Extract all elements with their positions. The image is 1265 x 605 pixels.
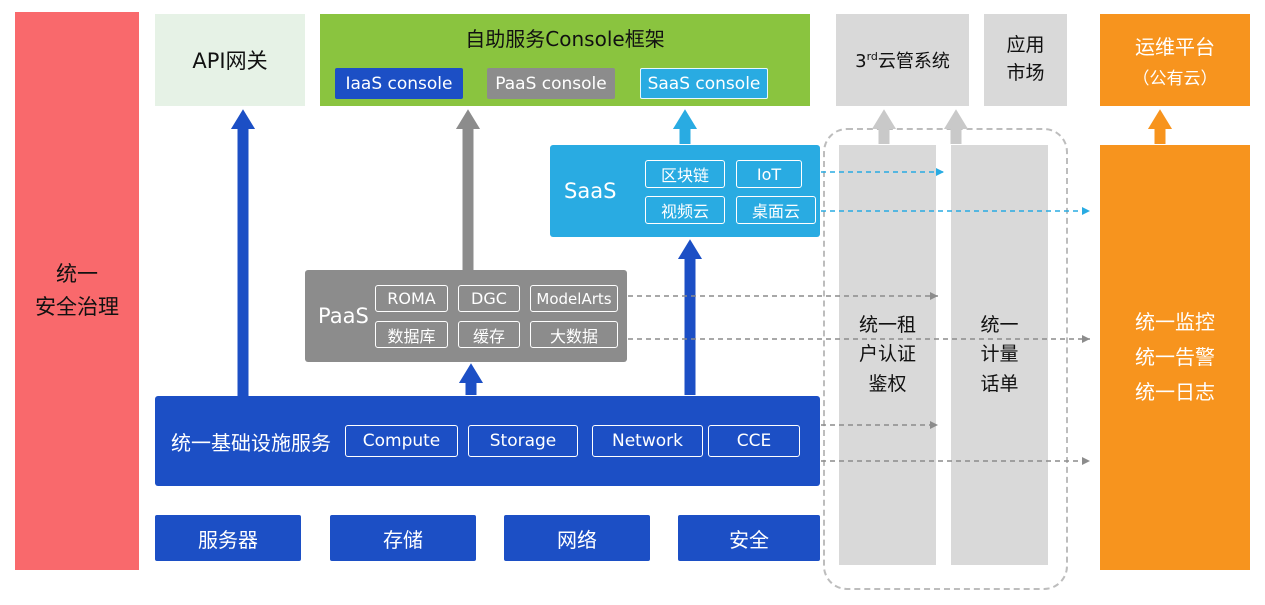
paas-chip-roma: ROMA	[375, 285, 448, 312]
om-platform-title: 运维平台	[1135, 35, 1215, 59]
saas-chip-blockchain: 区块链	[645, 160, 725, 188]
infrastructure-box: 统一基础设施服务 Compute Storage Network CCE	[155, 396, 820, 486]
paas-chip-bigdata: 大数据	[530, 321, 618, 348]
saas-chip-iot: IoT	[736, 160, 802, 188]
om-platform-box: 运维平台 （公有云）	[1100, 14, 1250, 106]
om-platform-subtitle: （公有云）	[1132, 69, 1218, 89]
infrastructure-label: 统一基础设施服务	[171, 430, 331, 455]
infra-chip-network: Network	[592, 425, 703, 457]
saas-console-chip: SaaS console	[640, 68, 768, 99]
saas-layer-box: SaaS 区块链 IoT 视频云 桌面云	[550, 145, 820, 237]
saas-chip-video-cloud: 视频云	[645, 196, 725, 224]
paas-layer-box: PaaS ROMA DGC ModelArts 数据库 缓存 大数据	[305, 270, 627, 362]
third-party-cloud-mgmt-label: 3rd云管系统	[855, 50, 950, 72]
hw-box-server: 服务器	[155, 515, 301, 561]
monitoring-label: 统一监控 统一告警 统一日志	[1135, 310, 1215, 404]
paas-chip-modelarts: ModelArts	[530, 285, 618, 312]
infra-chip-cce: CCE	[708, 425, 800, 457]
saas-label: SaaS	[564, 179, 617, 203]
monitoring-bar: 统一监控 统一告警 统一日志	[1100, 145, 1250, 570]
paas-label: PaaS	[318, 304, 369, 328]
app-market-box: 应用 市场	[984, 14, 1067, 106]
hw-box-security: 安全	[678, 515, 820, 561]
metering-bar: 统一 计量 话单	[951, 145, 1048, 565]
api-gateway-label: API网关	[192, 49, 268, 73]
tenant-auth-bar: 统一租 户认证 鉴权	[839, 145, 936, 565]
tenant-auth-label: 统一租 户认证 鉴权	[858, 313, 916, 395]
hw-box-storage: 存储	[330, 515, 476, 561]
hw-box-network: 网络	[504, 515, 650, 561]
paas-console-chip: PaaS console	[487, 68, 615, 99]
metering-label: 统一 计量 话单	[980, 313, 1019, 395]
paas-chip-cache: 缓存	[458, 321, 520, 348]
saas-chip-desktop-cloud: 桌面云	[736, 196, 816, 224]
infra-chip-compute: Compute	[345, 425, 458, 457]
console-framework-box: 自助服务Console框架 IaaS console PaaS console …	[320, 14, 810, 106]
paas-chip-dgc: DGC	[458, 285, 520, 312]
unified-security-governance-label: 统一 安全治理	[35, 262, 119, 319]
api-gateway-box: API网关	[155, 14, 305, 106]
app-market-label: 应用 市场	[1006, 34, 1045, 84]
infra-chip-storage: Storage	[468, 425, 578, 457]
paas-chip-database: 数据库	[375, 321, 448, 348]
console-framework-title: 自助服务Console框架	[465, 27, 665, 51]
iaas-console-chip: IaaS console	[335, 68, 463, 99]
third-party-cloud-mgmt-box: 3rd云管系统	[836, 14, 969, 106]
unified-security-governance-bar: 统一 安全治理	[15, 12, 139, 570]
